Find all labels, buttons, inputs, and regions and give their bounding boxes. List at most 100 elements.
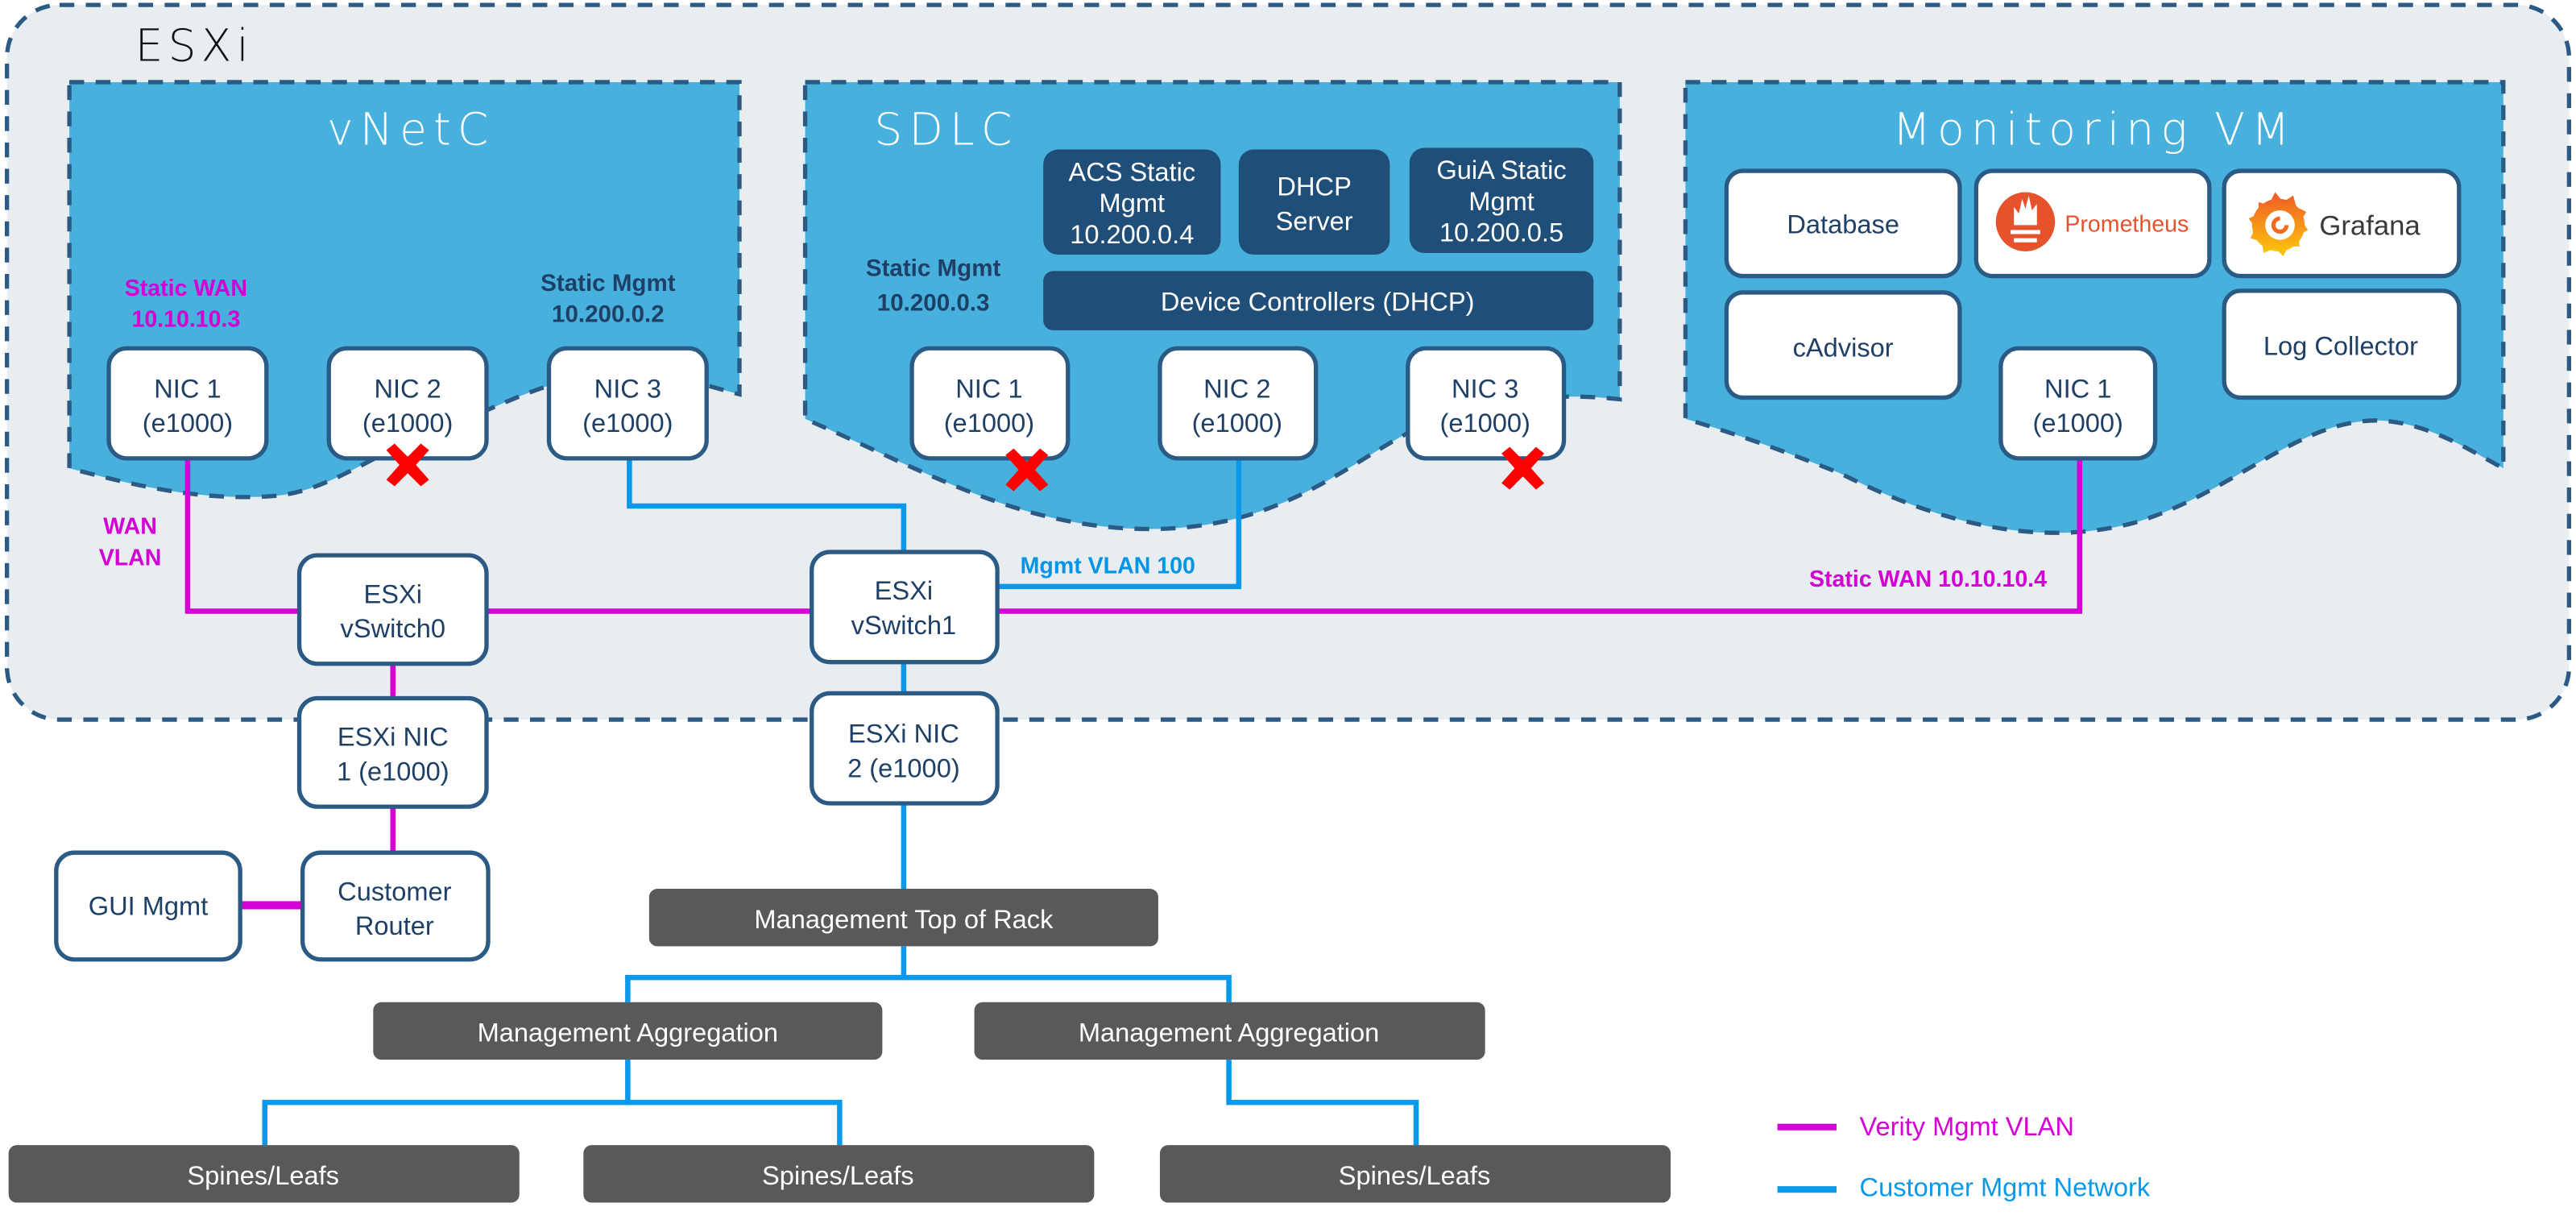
nic-name: NIC 1 xyxy=(955,373,1022,403)
prometheus-icon xyxy=(1995,192,2056,251)
vswitch0-line2: vSwitch0 xyxy=(341,613,445,643)
vnetc-mgmt-ip: 10.200.0.2 xyxy=(552,301,665,328)
nic-name: NIC 1 xyxy=(154,373,221,403)
sdlc-title: SDLC xyxy=(874,103,1018,155)
management-top-of-rack[interactable]: Management Top of Rack xyxy=(648,889,1158,947)
acs-static-mgmt[interactable]: ACS Static Mgmt 10.200.0.4 xyxy=(1043,149,1221,255)
guia-static-mgmt[interactable]: GuiA Static Mgmt 10.200.0.5 xyxy=(1409,147,1594,253)
vnetc-wan-ip: 10.10.10.3 xyxy=(131,307,240,333)
nic-type: (e1000) xyxy=(944,408,1034,438)
connections xyxy=(184,458,2083,1146)
vnetc-nic-2[interactable]: NIC 2 (e1000) xyxy=(326,346,489,487)
link-vswitch1-monitoring-nic1 xyxy=(997,458,2083,614)
guia-label-line2: Mgmt xyxy=(1468,186,1534,216)
link-vnetc-nic3-vswitch1 xyxy=(627,458,907,553)
management-aggregation-2[interactable]: Management Aggregation xyxy=(974,1002,1485,1060)
esxi-nic2-line1: ESXi NIC xyxy=(848,719,959,749)
spines-leafs-1[interactable]: Spines/Leafs xyxy=(8,1145,520,1203)
vnetc-mgmt-label: Static Mgmt xyxy=(540,270,676,297)
prometheus-label: Prometheus xyxy=(2065,211,2189,237)
monitoring-title: Monitoring VM xyxy=(1893,103,2296,155)
log-collector-box[interactable]: Log Collector xyxy=(2222,288,2462,400)
device-controllers-label: Device Controllers (DHCP) xyxy=(1161,286,1475,316)
esxi-vswitch0[interactable]: ESXi vSwitch0 xyxy=(296,553,489,666)
disabled-x-icon xyxy=(386,443,429,487)
nic-type: (e1000) xyxy=(362,408,453,438)
guia-label-line1: GuiA Static xyxy=(1436,155,1566,185)
aggregation-label: Management Aggregation xyxy=(478,1018,778,1048)
sdlc-nic-1[interactable]: NIC 1 (e1000) xyxy=(909,346,1071,492)
nic-type: (e1000) xyxy=(2033,408,2123,438)
monitoring-nic-1[interactable]: NIC 1 (e1000) xyxy=(1998,346,2158,461)
vnetc-title: vNetC xyxy=(327,103,495,155)
customer-router[interactable]: Customer Router xyxy=(300,850,491,962)
dhcp-label-line2: Server xyxy=(1276,205,1353,235)
spines-leafs-label: Spines/Leafs xyxy=(1339,1160,1491,1190)
guia-label-line3: 10.200.0.5 xyxy=(1439,218,1563,247)
esxi-nic2-line2: 2 (e1000) xyxy=(847,753,960,782)
dhcp-label-line1: DHCP xyxy=(1277,172,1351,201)
vswitch0-line1: ESXi xyxy=(364,579,422,608)
static-wan-monitoring-label: Static WAN 10.10.10.4 xyxy=(1809,566,2047,592)
grafana-icon xyxy=(2248,192,2309,257)
nic-name: NIC 1 xyxy=(2044,373,2111,403)
gui-mgmt[interactable]: GUI Mgmt xyxy=(54,850,242,962)
disabled-x-icon xyxy=(1005,448,1049,492)
nic-type: (e1000) xyxy=(143,408,233,438)
grafana-label: Grafana xyxy=(2319,211,2421,242)
sdlc-nic-3[interactable]: NIC 3 (e1000) xyxy=(1406,346,1567,490)
esxi-nic-1[interactable]: ESXi NIC 1 (e1000) xyxy=(296,695,489,809)
vm-monitoring: Monitoring VM Database Prometheus xyxy=(1683,80,2506,535)
management-aggregation-1[interactable]: Management Aggregation xyxy=(373,1002,883,1060)
link-sdlc-nic2-vswitch1 xyxy=(997,458,1242,590)
link-agg2-spine3 xyxy=(1226,1060,1419,1146)
sdlc-mgmt-ip: 10.200.0.3 xyxy=(877,289,990,316)
database-box[interactable]: Database xyxy=(1724,168,1962,279)
nic-name: NIC 3 xyxy=(594,373,661,403)
esxi-nic1-line2: 1 (e1000) xyxy=(337,756,449,786)
router-line1: Customer xyxy=(338,876,451,906)
vswitch1-line2: vSwitch1 xyxy=(851,610,957,640)
acs-label-line2: Mgmt xyxy=(1100,188,1166,218)
acs-label-line1: ACS Static xyxy=(1068,156,1195,186)
router-line2: Router xyxy=(355,911,434,940)
esxi-vswitch1[interactable]: ESXi vSwitch1 xyxy=(810,550,1000,665)
legend-item-customer-mgmt-network: Customer Mgmt Network xyxy=(1777,1172,2151,1201)
legend: Verity Mgmt VLAN Customer Mgmt Network xyxy=(1777,1111,2151,1201)
nic-name: NIC 3 xyxy=(1452,373,1518,403)
nic-type: (e1000) xyxy=(1192,408,1282,438)
spines-leafs-label: Spines/Leafs xyxy=(187,1160,339,1190)
link-tor-agg2 xyxy=(903,974,1232,1002)
device-controllers[interactable]: Device Controllers (DHCP) xyxy=(1043,271,1594,330)
dhcp-server[interactable]: DHCP Server xyxy=(1238,149,1390,255)
tor-label: Management Top of Rack xyxy=(754,904,1054,934)
nic-type: (e1000) xyxy=(1439,408,1530,438)
legend-label: Verity Mgmt VLAN xyxy=(1860,1111,2074,1141)
nic-name: NIC 2 xyxy=(374,373,441,403)
vnetc-nic-1[interactable]: NIC 1 (e1000) xyxy=(106,346,269,461)
esxi-nic1-line1: ESXi NIC xyxy=(338,722,449,752)
aggregation-label: Management Aggregation xyxy=(1079,1018,1379,1048)
legend-item-verity-mgmt-vlan: Verity Mgmt VLAN xyxy=(1777,1111,2074,1141)
sdlc-nic-2[interactable]: NIC 2 (e1000) xyxy=(1158,346,1319,461)
grafana-box[interactable]: Grafana xyxy=(2222,168,2462,279)
link-vnetc-nic1-vswitch0 xyxy=(184,458,300,614)
spines-leafs-3[interactable]: Spines/Leafs xyxy=(1159,1145,1671,1203)
log-collector-label: Log Collector xyxy=(2263,330,2418,360)
legend-label: Customer Mgmt Network xyxy=(1860,1172,2151,1201)
link-agg1-spine1 xyxy=(262,1060,631,1146)
spines-leafs-2[interactable]: Spines/Leafs xyxy=(583,1145,1095,1203)
vnetc-wan-label: Static WAN xyxy=(125,276,247,301)
vnetc-nic-3[interactable]: NIC 3 (e1000) xyxy=(546,346,709,461)
esxi-nic-2[interactable]: ESXi NIC 2 (e1000) xyxy=(810,691,1000,806)
nic-type: (e1000) xyxy=(582,408,673,438)
cadvisor-box[interactable]: cAdvisor xyxy=(1724,290,1962,400)
sdlc-mgmt-label: Static Mgmt xyxy=(866,255,1001,282)
disabled-x-icon xyxy=(1501,446,1545,490)
wan-vlan-label-line2: VLAN xyxy=(99,545,162,570)
nic-name: NIC 2 xyxy=(1203,373,1270,403)
mgmt-vlan-100-label: Mgmt VLAN 100 xyxy=(1021,554,1195,579)
prometheus-box[interactable]: Prometheus xyxy=(1973,168,2212,279)
